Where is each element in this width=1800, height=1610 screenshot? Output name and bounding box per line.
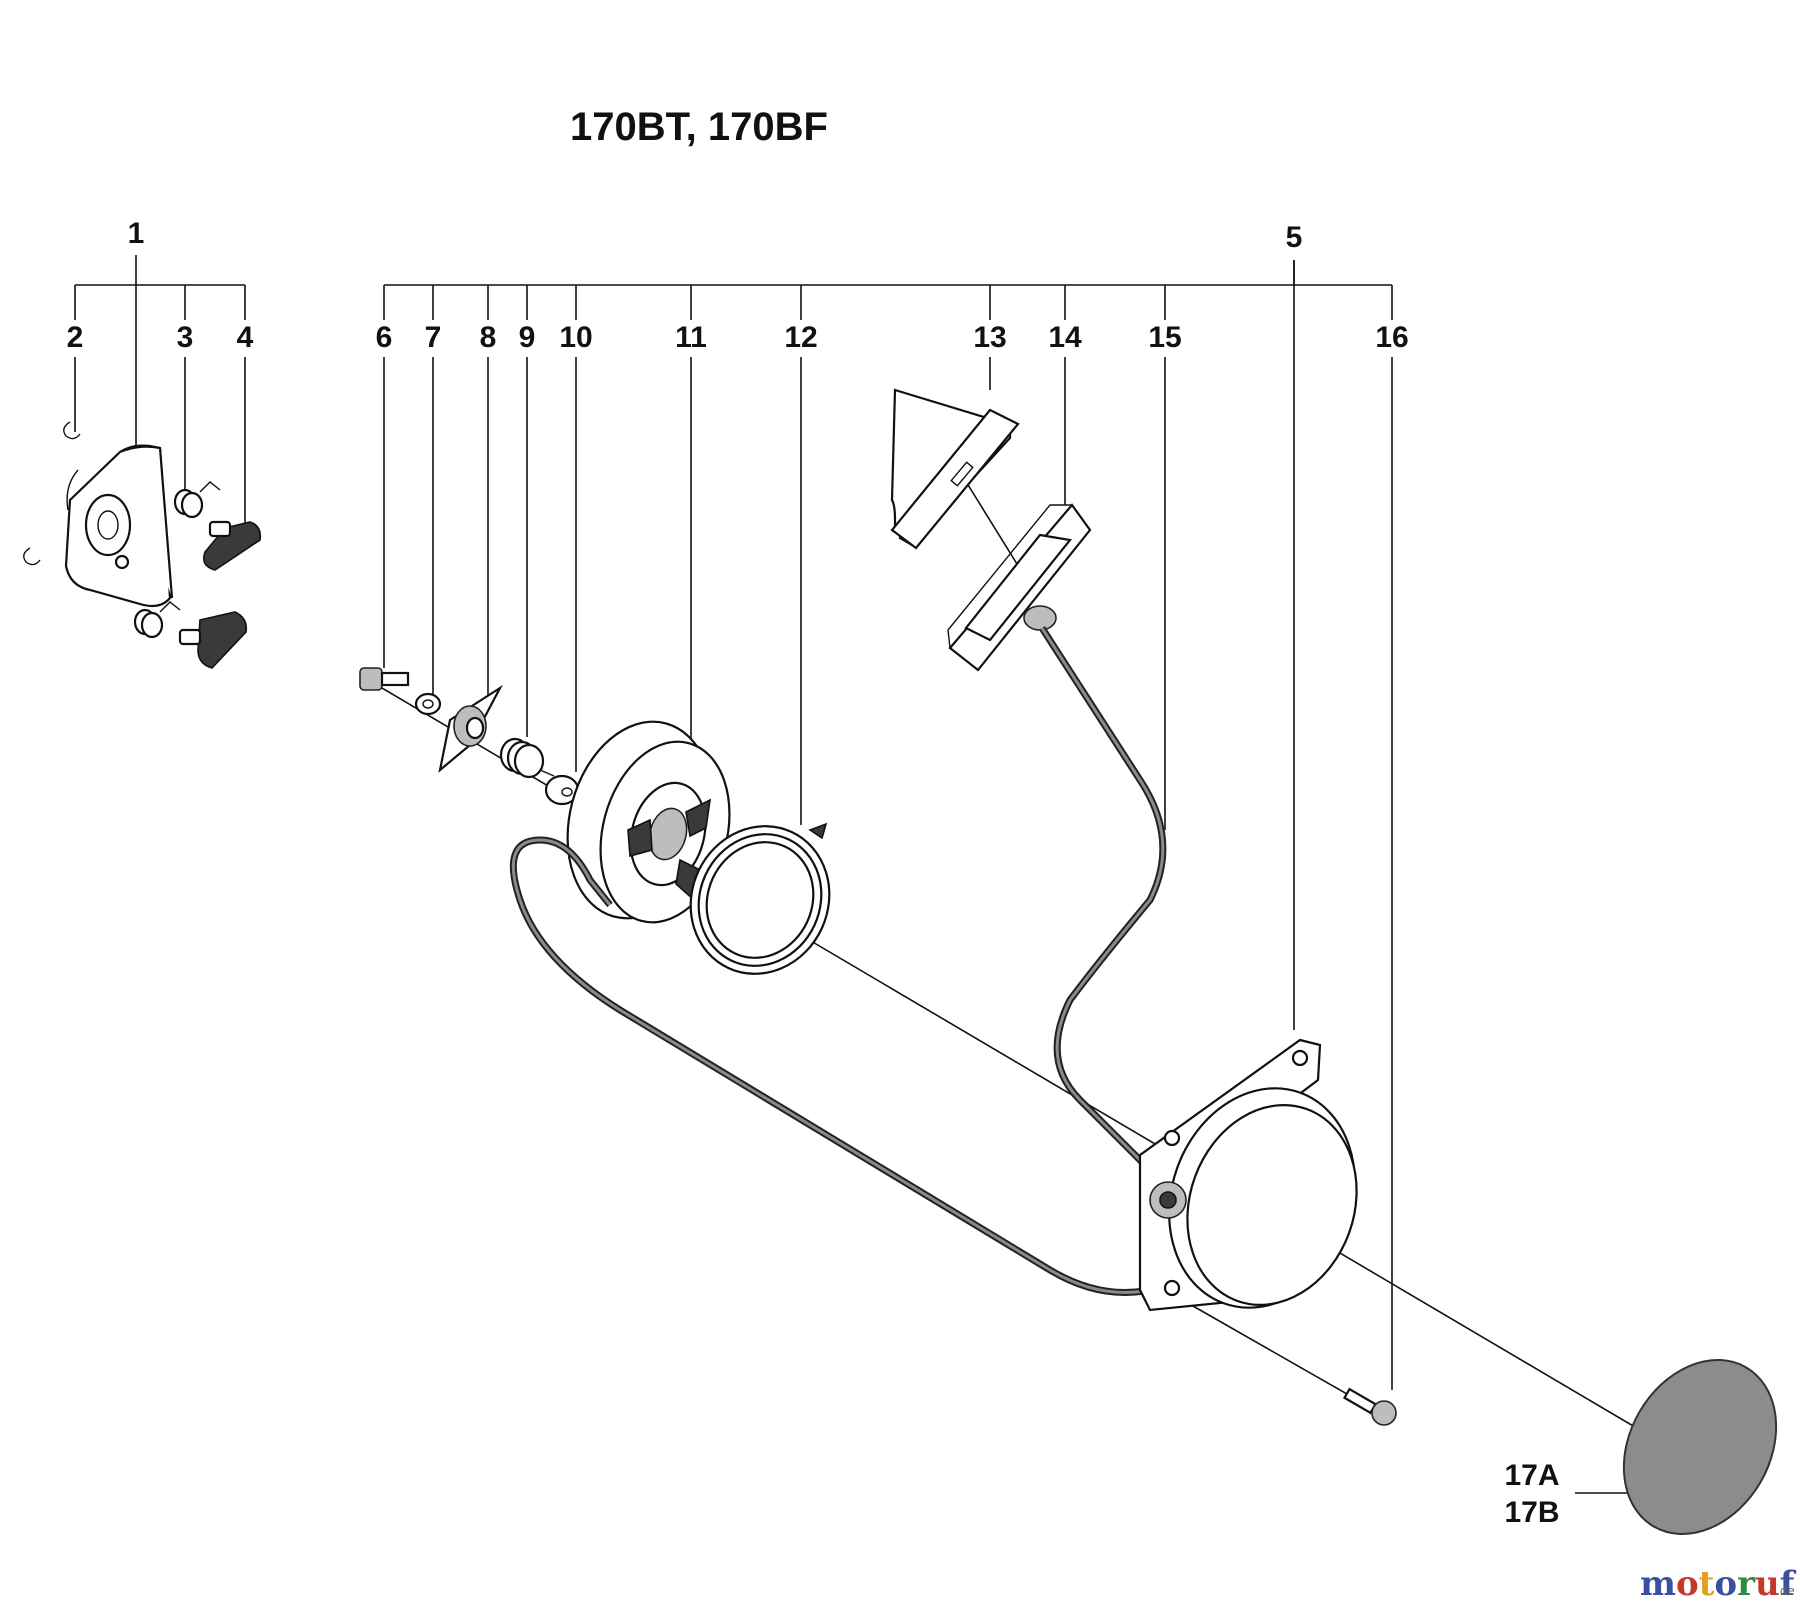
watermark-logo: motoruf .de (1640, 1564, 1797, 1604)
washer-10 (544, 774, 580, 806)
diagram-title: 170BT, 170BF (570, 105, 828, 149)
callout-13: 13 (973, 321, 1006, 354)
watermark-text: motoruf (1640, 1564, 1797, 1604)
watermark-letter: u (1755, 1564, 1780, 1604)
callout-9: 9 (519, 321, 536, 354)
starter-rope-15 (509, 626, 1173, 1296)
starter-housing-5 (1138, 1038, 1358, 1312)
callout-17b: 17B (1504, 1496, 1559, 1529)
callout-15: 15 (1148, 321, 1181, 354)
watermark-letter: m (1640, 1564, 1676, 1604)
spring-upper (173, 481, 221, 519)
spring-9 (499, 737, 555, 779)
spring-lower (133, 601, 181, 639)
watermark-letter: t (1699, 1564, 1715, 1604)
watermark-letter: f (1780, 1564, 1797, 1604)
pawl-lower (178, 611, 248, 669)
rope-pulley-11 (566, 720, 731, 924)
callout-1: 1 (128, 217, 145, 250)
callout-6: 6 (376, 321, 393, 354)
label-disc-17 (1622, 1358, 1778, 1536)
callout-12: 12 (784, 321, 817, 354)
callout-8: 8 (480, 321, 497, 354)
pawl-upper (202, 520, 262, 571)
watermark-letter: o (1676, 1564, 1699, 1604)
screw-6 (359, 667, 410, 691)
callout-10: 10 (559, 321, 592, 354)
watermark-letter: r (1737, 1564, 1756, 1604)
callout-7: 7 (425, 321, 442, 354)
callout-4: 4 (237, 321, 254, 354)
callout-14: 14 (1048, 321, 1082, 354)
pawl-plate-8 (438, 684, 503, 773)
screw-16 (1343, 1387, 1397, 1426)
callout-11: 11 (675, 321, 707, 354)
leader-lines (74, 255, 1650, 1494)
callout-5: 5 (1286, 221, 1303, 254)
pawl-carrier-assembly (23, 421, 262, 669)
callout-3: 3 (177, 321, 194, 354)
handle-insert-13 (890, 388, 1020, 550)
starter-handle-14 (947, 503, 1092, 672)
callout-2: 2 (67, 321, 84, 354)
recoil-spring-12 (689, 822, 831, 975)
callout-16: 16 (1375, 321, 1408, 354)
watermark-suffix: .de (1776, 1584, 1795, 1598)
watermark-letter: o (1714, 1564, 1737, 1604)
washer-7 (414, 692, 442, 716)
callout-17a: 17A (1504, 1459, 1559, 1492)
